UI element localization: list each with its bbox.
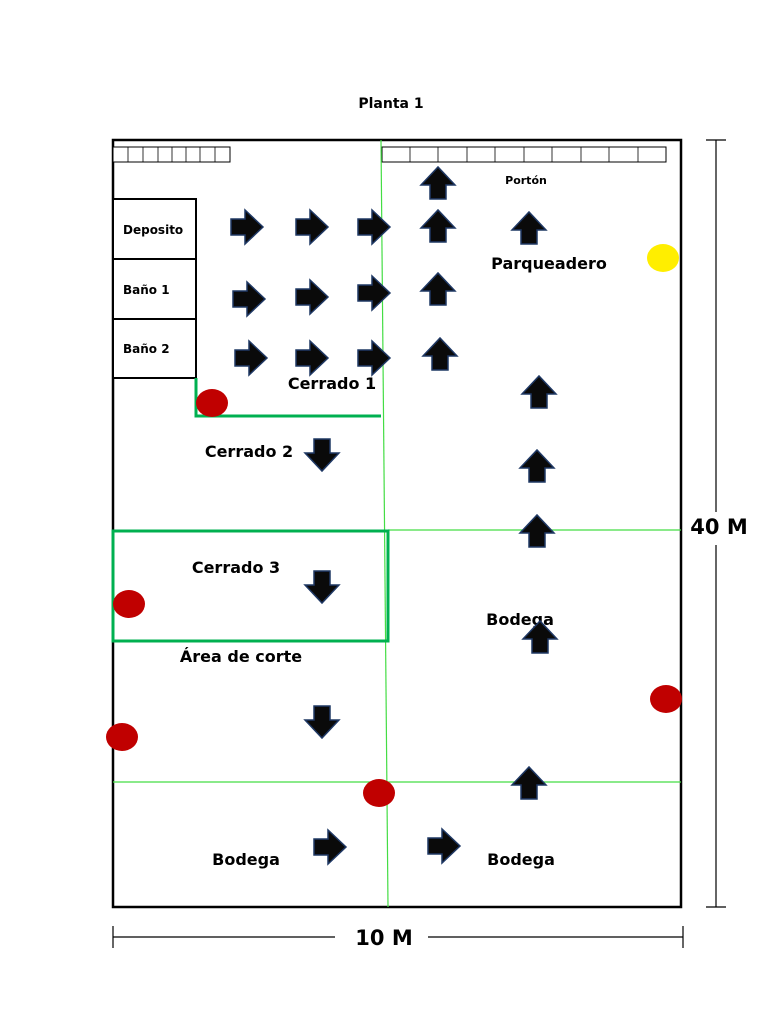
arrow-up-icon [521,375,557,409]
arrow-right-icon [230,209,264,245]
circle-marker-icon [106,723,138,751]
width-label: 10 M [355,926,412,950]
left-rooms [112,198,197,379]
label-bano2: Baño 2 [123,342,170,356]
circle-marker-icon [196,389,228,417]
arrow-up-icon [511,211,547,245]
circle-marker-icon [650,685,682,713]
arrow-right-icon [357,209,391,245]
height-dimension [706,139,726,908]
label-parqueadero: Parqueadero [491,254,607,273]
arrow-down-icon [304,705,340,739]
arrow-right-icon [313,829,347,865]
enclosure-lines [111,378,390,643]
label-area-corte: Área de corte [180,647,302,666]
arrow-up-icon [420,272,456,306]
arrow-right-icon [232,281,266,317]
width-dimension [112,926,684,948]
arrow-up-icon [511,766,547,800]
arrow-up-icon [519,449,555,483]
arrow-up-icon [420,209,456,243]
arrow-right-icon [234,340,268,376]
arrow-right-icon [427,828,461,864]
circle-marker-icon [647,244,679,272]
outer-wall [111,138,683,909]
arrow-right-icon [295,340,329,376]
label-deposito: Deposito [123,223,183,237]
height-label: 40 M [690,515,747,539]
top-left-strip [112,146,231,163]
arrow-right-icon [357,340,391,376]
circle-marker-icon [363,779,395,807]
arrow-down-icon [304,438,340,472]
arrow-up-icon [422,337,458,371]
arrow-up-icon [519,514,555,548]
circle-marker-icon [113,590,145,618]
arrow-down-icon [304,570,340,604]
markers [106,244,682,807]
label-porton: Portón [505,174,547,187]
arrow-right-icon [357,275,391,311]
gate-strip [381,146,667,163]
label-cerrado3: Cerrado 3 [192,558,280,577]
arrow-right-icon [295,279,329,315]
arrow-right-icon [295,209,329,245]
room-bano2 [112,318,197,379]
plan-title: Planta 1 [358,96,423,112]
label-bano1: Baño 1 [123,283,170,297]
arrow-up-icon [420,166,456,200]
label-cerrado2: Cerrado 2 [205,442,293,461]
label-cerrado1: Cerrado 1 [288,374,376,393]
label-bodega-bottom-right: Bodega [487,850,555,869]
label-bodega-bottom-left: Bodega [212,850,280,869]
